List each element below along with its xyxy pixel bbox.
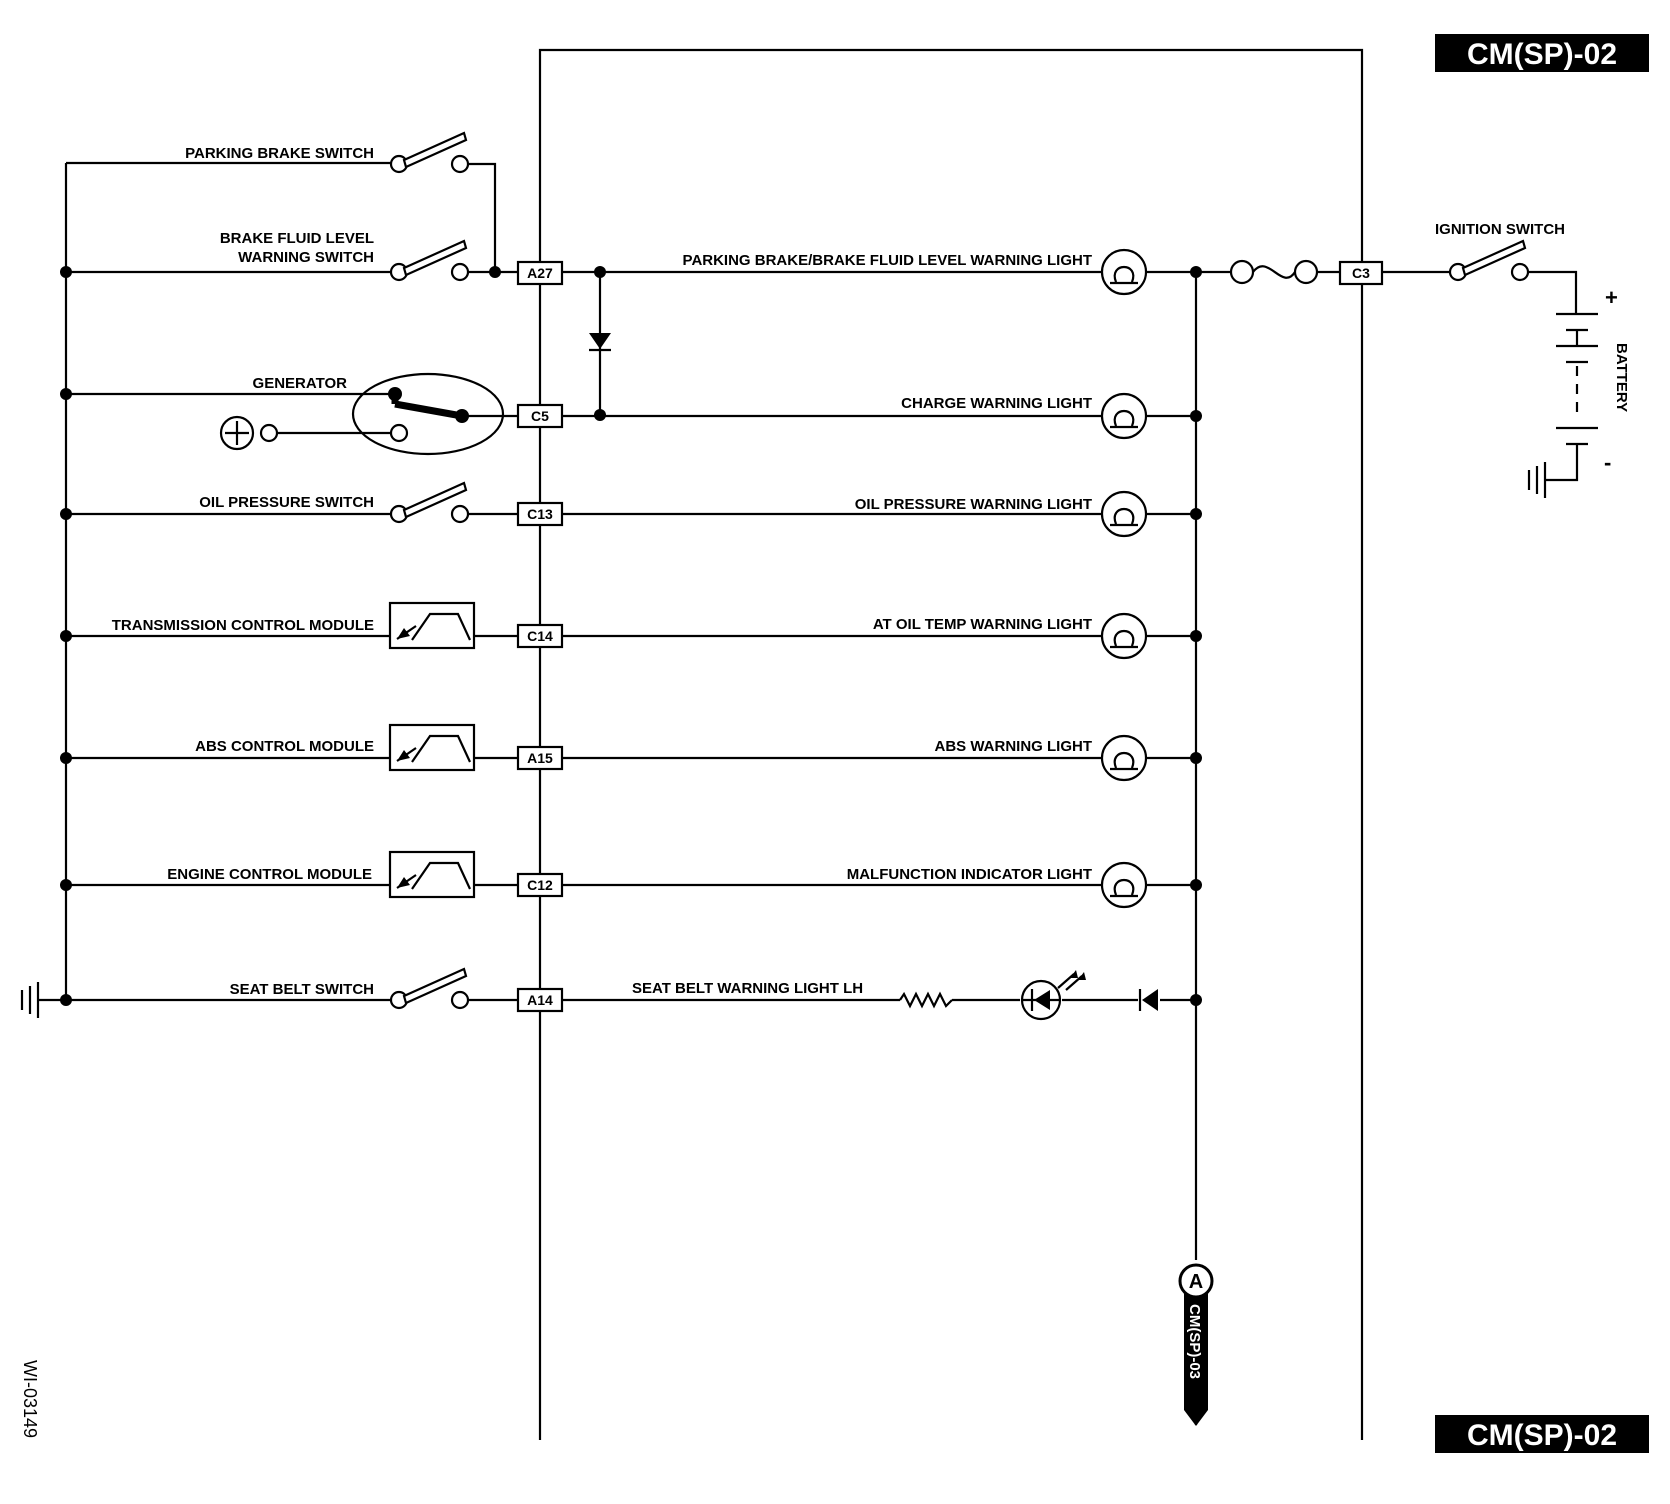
engine-control-module-label: ENGINE CONTROL MODULE [167, 866, 372, 883]
fuse-icon [1229, 259, 1340, 285]
abs-light-label: ABS WARNING LIGHT [935, 738, 1093, 755]
ground-symbol-battery [1527, 462, 1547, 498]
battery-minus-label: - [1604, 450, 1611, 475]
connector-c14: C14 [516, 623, 564, 649]
connector-c14-label: C14 [527, 628, 553, 644]
brake-fluid-level-switch [66, 239, 518, 282]
connector-c3: C3 [1338, 260, 1384, 286]
parking-brake-switch-label: PARKING BRAKE SWITCH [185, 145, 374, 162]
page-badge-top-text: CM(SP)-02 [1467, 38, 1617, 71]
warning-bulb-icon [1100, 734, 1148, 782]
continuation-ref: CM(SP)-03 [1186, 1304, 1203, 1379]
page-badge-bottom-text: CM(SP)-02 [1467, 1419, 1617, 1452]
figure-code: WI-03149 [20, 1360, 40, 1438]
oil-pressure-switch [66, 481, 518, 524]
continuation-marker: A CM(SP)-03 [1178, 1263, 1214, 1426]
page-badge-top: CM(SP)-02 [1435, 34, 1649, 72]
combination-meter-frame [538, 48, 1364, 1440]
warning-bulb-icon [1100, 392, 1148, 440]
parking-brake-light-circuit [562, 266, 1234, 421]
connector-c13-label: C13 [527, 506, 553, 522]
battery-plus-label: + [1605, 285, 1618, 310]
malfunction-light-label: MALFUNCTION INDICATOR LIGHT [847, 866, 1092, 883]
abs-control-module-label: ABS CONTROL MODULE [195, 738, 374, 755]
diode-icon [1138, 989, 1158, 1011]
parking-brake-switch [389, 131, 497, 272]
oil-pressure-light-circuit [562, 508, 1202, 520]
battery-icon [1545, 312, 1598, 482]
seat-belt-switch [66, 967, 518, 1010]
connector-a14-label: A14 [527, 992, 553, 1008]
warning-bulb-icon [1100, 490, 1148, 538]
diode-icon [589, 333, 611, 352]
connector-a14: A14 [516, 987, 564, 1013]
warning-bulb-icon [1100, 248, 1148, 296]
ignition-switch [1382, 239, 1578, 314]
page-badge-bottom: CM(SP)-02 [1435, 1415, 1649, 1453]
battery-label: BATTERY [1613, 343, 1630, 412]
ignition-switch-label: IGNITION SWITCH [1435, 221, 1565, 238]
connector-c5-label: C5 [531, 408, 549, 424]
connector-c5: C5 [516, 403, 564, 429]
ground-symbol-left [20, 982, 40, 1018]
charge-light-label: CHARGE WARNING LIGHT [901, 395, 1092, 412]
connector-c12-label: C12 [527, 877, 553, 893]
generator [66, 372, 518, 456]
charge-light-circuit [562, 410, 1202, 422]
abs-light-circuit [562, 752, 1202, 764]
brake-fluid-level-switch-label-1: BRAKE FLUID LEVEL [220, 230, 374, 247]
brake-fluid-level-switch-label-2: WARNING SWITCH [238, 249, 374, 266]
transmission-control-module [66, 601, 518, 650]
connector-a27: A27 [516, 260, 564, 286]
parking-brake-light-label: PARKING BRAKE/BRAKE FLUID LEVEL WARNING … [683, 252, 1092, 269]
generator-label: GENERATOR [253, 375, 348, 392]
positive-terminal-icon [219, 415, 255, 451]
connector-a15: A15 [516, 745, 564, 771]
connector-c3-label: C3 [1352, 265, 1370, 281]
warning-bulb-icon [1100, 612, 1148, 660]
connector-a15-label: A15 [527, 750, 553, 766]
continuation-letter: A [1189, 1271, 1203, 1293]
seat-belt-light-label: SEAT BELT WARNING LIGHT LH [632, 980, 863, 997]
engine-control-module [66, 850, 518, 899]
abs-control-module [66, 723, 518, 772]
oil-pressure-switch-label: OIL PRESSURE SWITCH [199, 494, 374, 511]
oil-pressure-light-label: OIL PRESSURE WARNING LIGHT [855, 496, 1092, 513]
at-oil-temp-light-label: AT OIL TEMP WARNING LIGHT [873, 616, 1092, 633]
transmission-control-module-label: TRANSMISSION CONTROL MODULE [112, 617, 374, 634]
seat-belt-light-circuit [562, 991, 1202, 1009]
connector-a27-label: A27 [527, 265, 553, 281]
led-icon [1020, 970, 1086, 1021]
seat-belt-switch-label: SEAT BELT SWITCH [230, 981, 374, 998]
connector-c12: C12 [516, 872, 564, 898]
malfunction-light-circuit [562, 879, 1202, 891]
at-oil-temp-light-circuit [562, 630, 1202, 642]
ground-junctions [60, 266, 72, 1006]
connector-c13: C13 [516, 501, 564, 527]
warning-bulb-icon [1100, 861, 1148, 909]
